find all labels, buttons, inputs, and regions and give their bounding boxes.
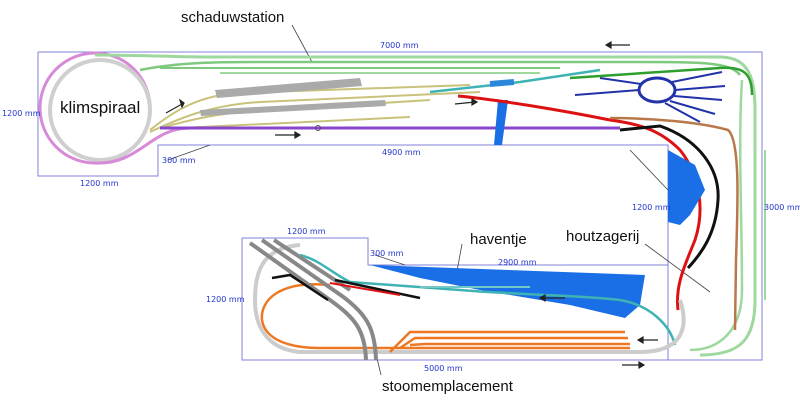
- arrow-lower-right: [636, 335, 658, 345]
- dim-top-length: 7000 mm: [380, 41, 419, 50]
- purple-signal-1: [315, 125, 321, 131]
- arrow-helix-up: [165, 98, 185, 114]
- turntable-ray-6: [574, 89, 640, 96]
- lower-black-lines: [271, 273, 421, 302]
- arrow-lower-left: [538, 293, 565, 303]
- red-track: [457, 94, 702, 311]
- dim-left-height: 1200 mm: [2, 109, 41, 118]
- leader-lines: [167, 24, 711, 376]
- turntable-ray-4: [664, 102, 701, 123]
- turntable-ray-7: [599, 77, 642, 85]
- upper-board-outline: [37, 51, 763, 361]
- lower-notch-leader: [374, 254, 406, 266]
- inner-right-leader: [629, 149, 669, 191]
- orange-siding-2: [399, 336, 628, 350]
- lower-gray-loop-2: [639, 299, 686, 354]
- arrow-bottom: [622, 360, 646, 370]
- turntable-ring: [637, 76, 677, 104]
- dim-lower-inner-length: 2900 mm: [498, 258, 537, 267]
- lower-gray-loop: [252, 243, 640, 354]
- baseboard-outlines: [37, 51, 763, 361]
- label-stoomemplacement: stoomemplacement: [382, 378, 514, 395]
- haven-water: [370, 265, 645, 318]
- dim-lower-top-width: 1200 mm: [287, 227, 326, 236]
- orange-siding-3: [409, 342, 630, 347]
- yellow-track-4: [179, 116, 411, 129]
- label-houtzagerij: houtzagerij: [566, 228, 639, 245]
- turntable-ray-2: [673, 95, 723, 101]
- arrow-purple: [275, 130, 302, 140]
- label-schaduwstation: schaduwstation: [181, 9, 284, 26]
- teal-track-top: [429, 68, 601, 94]
- lower-board-outline: [241, 237, 669, 361]
- arrow-top-left: [604, 40, 630, 50]
- black-lower-2: [334, 278, 421, 300]
- arrow-teal-mid: [454, 97, 479, 107]
- steam-track-2: [260, 238, 378, 361]
- label-klimspiraal: klimspiraal: [60, 98, 140, 117]
- dim-inner-notch: 300 mm: [162, 156, 196, 165]
- steam-track-3: [272, 238, 352, 292]
- dim-lower-bottom-length: 5000 mm: [424, 364, 463, 373]
- black-lower-1: [271, 273, 329, 302]
- turntable-ray-1: [674, 85, 726, 91]
- helix-circle-inner: [48, 58, 152, 162]
- top-green-tracks: [94, 53, 766, 357]
- dim-inner-length: 4900 mm: [382, 148, 421, 157]
- turntable-ray-3: [669, 100, 716, 115]
- label-haventje: haventje: [470, 231, 527, 248]
- orange-loop: [260, 282, 630, 350]
- top-track-1: [94, 53, 757, 357]
- inner-notch-leader: [167, 144, 211, 161]
- lower-teal-track: [299, 253, 677, 346]
- right-green-track: [689, 79, 744, 352]
- right-lake: [668, 150, 705, 225]
- gray-block-2: [200, 100, 386, 116]
- gray-staging-blocks: [200, 78, 386, 116]
- dark-green-track: [569, 66, 754, 96]
- top-track-2: [139, 60, 741, 76]
- dim-left-bottom: 1200 mm: [80, 179, 119, 188]
- red-lower: [329, 282, 401, 296]
- orange-yard: [260, 282, 630, 353]
- turntable-ray-5: [671, 71, 723, 83]
- gray-block-1: [215, 78, 362, 98]
- steam-track-1: [248, 241, 368, 361]
- blue-platform: [489, 78, 515, 88]
- orange-siding-1: [389, 330, 625, 353]
- yellow-track-3: [159, 99, 431, 129]
- direction-arrows: [165, 40, 658, 370]
- turntable: [574, 71, 726, 123]
- dim-lower-left-height: 1200 mm: [206, 295, 245, 304]
- houtzagerij-leader: [644, 243, 711, 293]
- black-track: [619, 124, 720, 270]
- dim-lower-notch: 300 mm: [370, 249, 404, 258]
- dim-right-inner-height: 1200 mm: [632, 203, 671, 212]
- yellow-track-2: [149, 91, 481, 133]
- brown-track: [609, 116, 739, 331]
- dim-right-height: 3000 mm: [764, 203, 800, 212]
- blue-water-column: [494, 100, 508, 145]
